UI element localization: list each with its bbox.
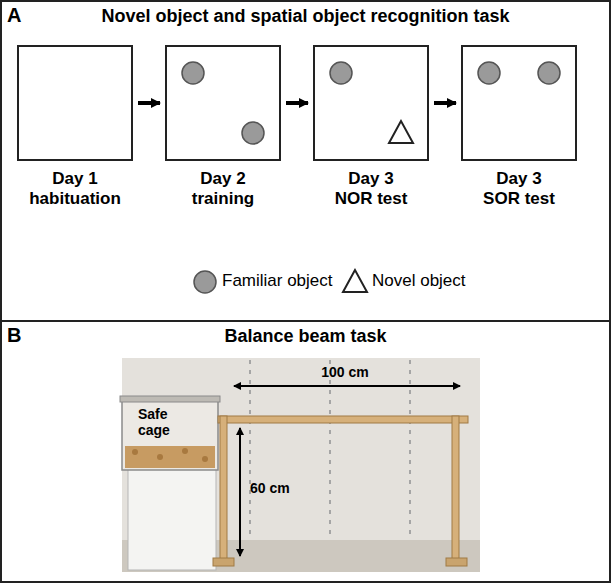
arena-box: Day 1 habituation [17, 45, 133, 210]
dimension-label: 60 cm [250, 480, 310, 496]
cage-label: Safe cage [138, 406, 186, 438]
dimension-label: 100 cm [305, 364, 385, 380]
arena-square [17, 45, 133, 161]
panel-letter: A [7, 4, 21, 27]
arena-square [461, 45, 577, 161]
day-label: Day 3 SOR test [477, 169, 561, 210]
familiar-object [182, 62, 204, 84]
legend-triangle [343, 270, 367, 292]
familiar-object [242, 122, 264, 144]
familiar-object [538, 62, 560, 84]
novel-object [389, 121, 413, 143]
apparatus-photo [120, 358, 480, 572]
arena-square [165, 45, 281, 161]
arena-box: Day 3 NOR test [313, 45, 429, 210]
legend-text: Familiar object [222, 271, 333, 291]
arena-square [313, 45, 429, 161]
panel-letter: B [7, 324, 21, 347]
panel-title: Novel object and spatial object recognit… [32, 6, 579, 27]
flow-arrow [286, 101, 308, 105]
legend-circle [194, 271, 216, 293]
arena-box: Day 3 SOR test [461, 45, 577, 210]
flow-arrow [138, 101, 160, 105]
familiar-object [478, 62, 500, 84]
legend-text: Novel object [372, 271, 466, 291]
arena-box: Day 2 training [165, 45, 281, 210]
panel-box: B Balance beam task [0, 320, 611, 583]
day-label: Day 2 training [173, 169, 273, 210]
familiar-object [330, 62, 352, 84]
flow-arrow [434, 101, 456, 105]
panel-title: Balance beam task [32, 326, 579, 347]
day-label: Day 3 NOR test [329, 169, 413, 210]
day-label: Day 1 habituation [17, 169, 133, 210]
